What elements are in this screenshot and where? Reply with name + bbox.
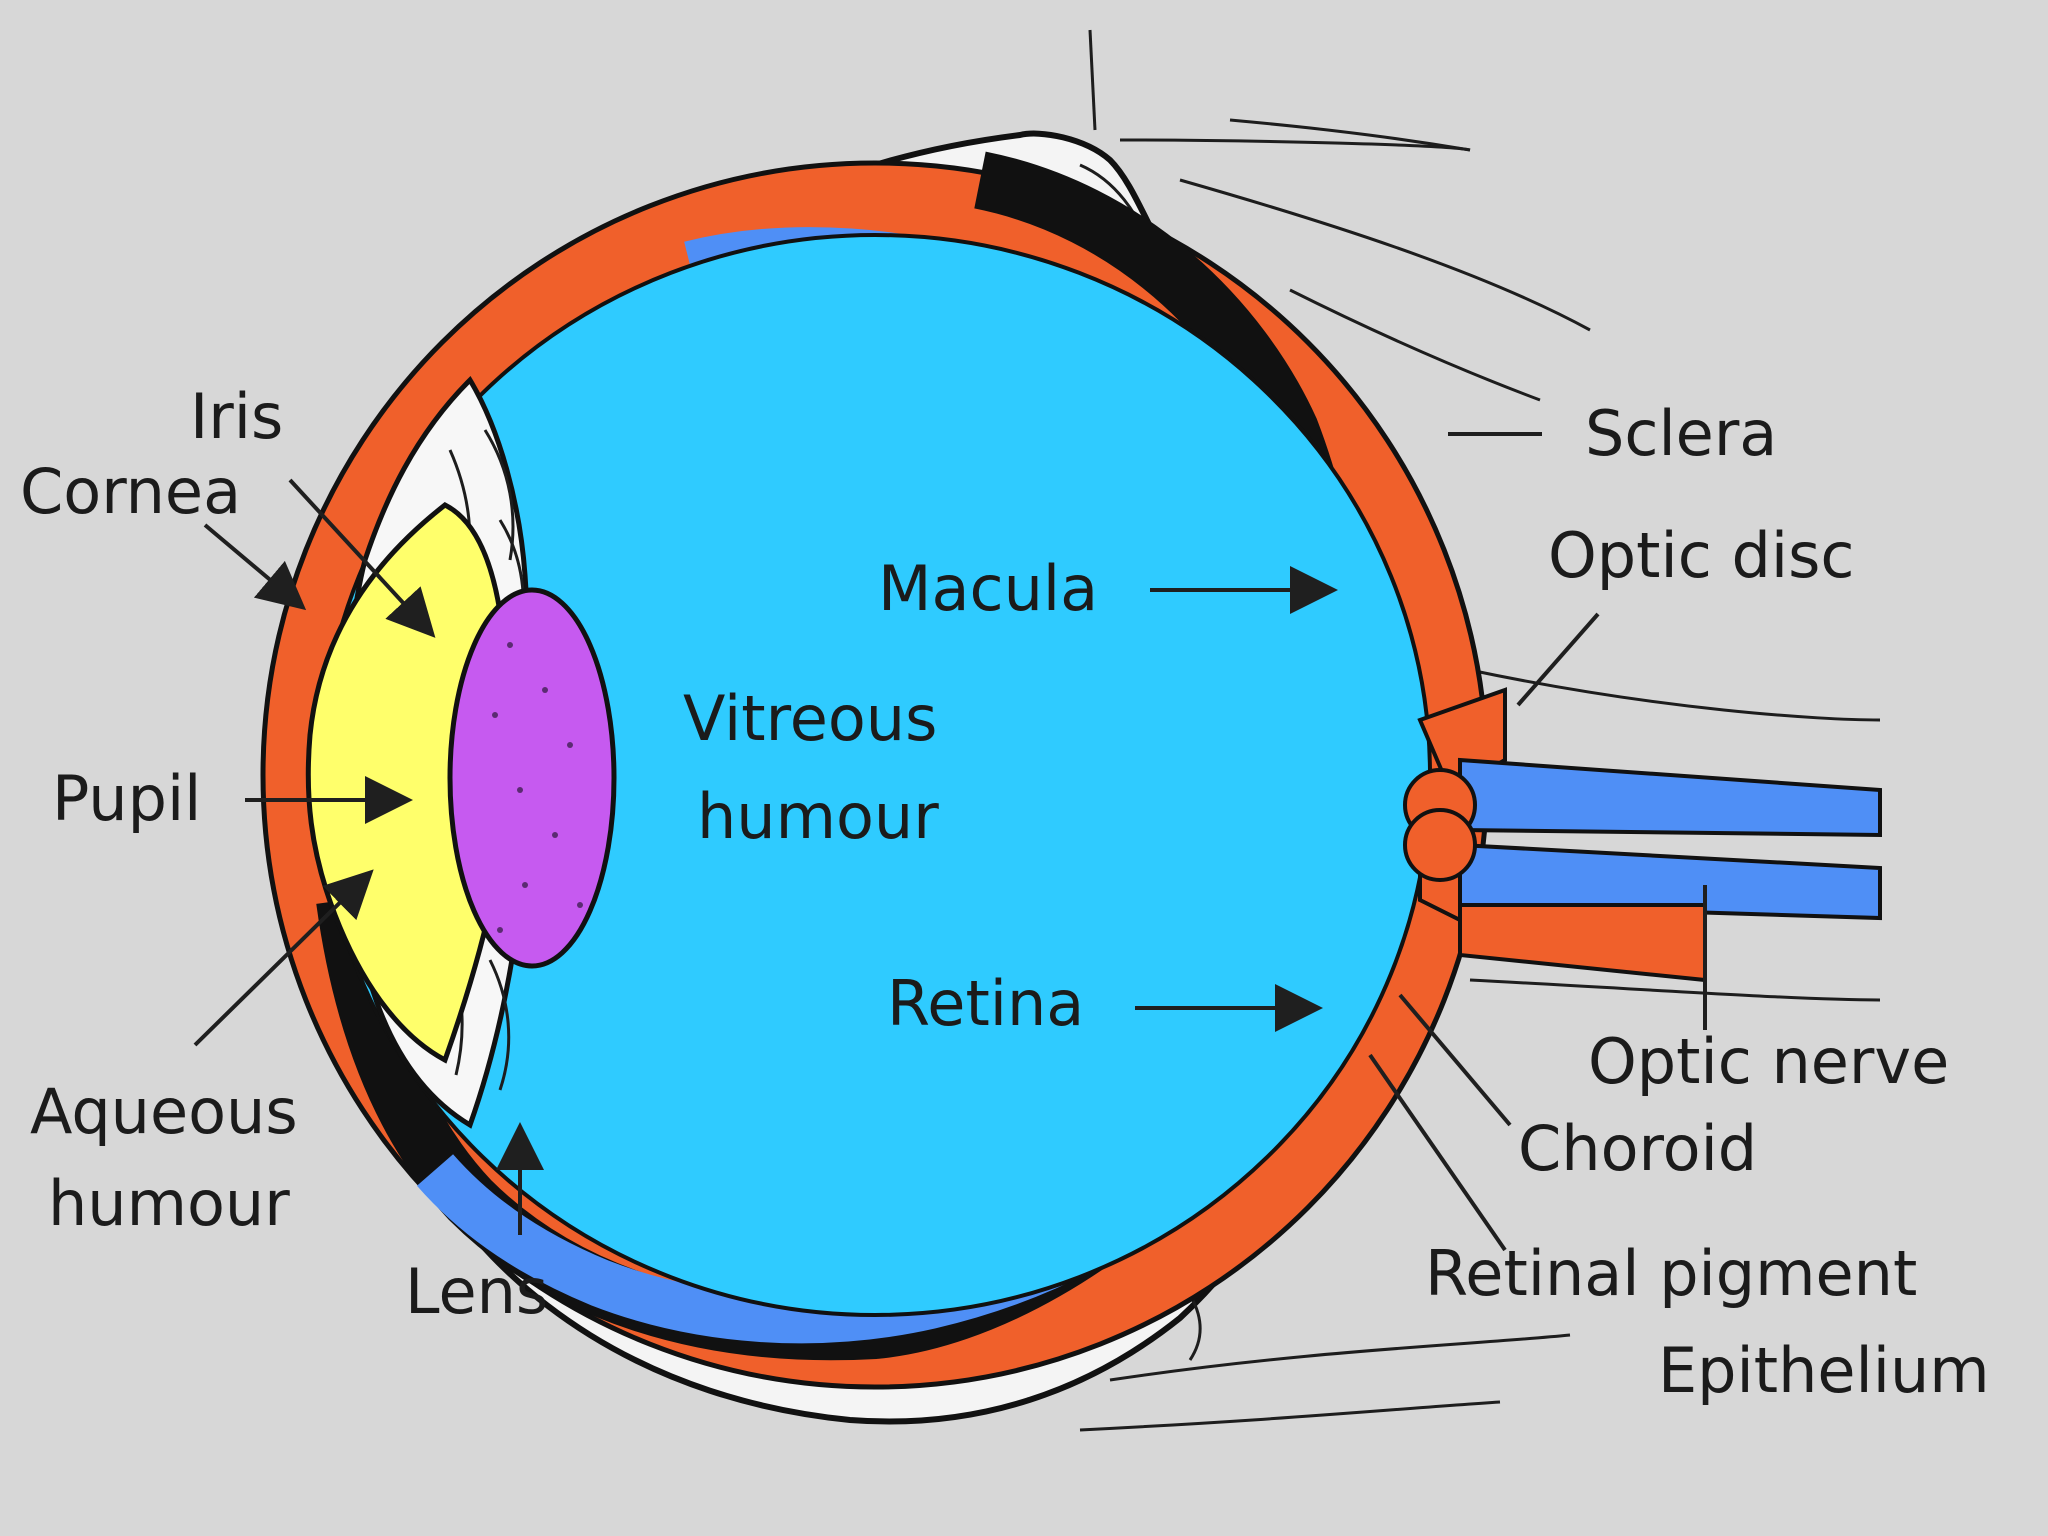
lens [447, 587, 617, 969]
lens-speckles [492, 642, 583, 933]
optic-disc-leader-line [1516, 612, 1600, 707]
vitreous-label-line1: Vitreous [683, 682, 937, 755]
macula-label: Macula [878, 552, 1098, 625]
pupil-label: Pupil [52, 762, 201, 835]
retina-label: Retina [887, 967, 1084, 1040]
leader-lines [193, 432, 1707, 1252]
sclera-label: Sclera [1585, 397, 1777, 470]
cornea-leader-line [203, 523, 307, 611]
iris-leader-line [288, 478, 436, 638]
rpe-label-line2: Epithelium [1658, 1334, 1990, 1407]
rpe-leader-line [1368, 1053, 1507, 1252]
diagram-labels: Iris Cornea Pupil Aqueous humour Lens Ma… [20, 380, 1990, 1407]
optic-nerve-lower-band [1458, 842, 1882, 921]
cornea-label: Cornea [20, 455, 241, 528]
aqueous-label-line2: humour [48, 1167, 290, 1240]
optic-disc-lower [1403, 808, 1477, 882]
aqueous-label-line1: Aqueous [30, 1075, 298, 1148]
iris-label: Iris [190, 380, 283, 453]
optic-disc-label: Optic disc [1548, 519, 1854, 592]
choroid-label: Choroid [1518, 1112, 1757, 1185]
vitreous-label-line2: humour [697, 780, 939, 853]
lens-label: Lens [405, 1255, 548, 1328]
optic-nerve-label: Optic nerve [1588, 1025, 1949, 1098]
orbital-background-lines [1079, 29, 1881, 1432]
rpe-label-line1: Retinal pigment [1425, 1237, 1917, 1310]
choroid-leader-line [1398, 993, 1512, 1127]
aqueous-leader-line [193, 869, 374, 1047]
